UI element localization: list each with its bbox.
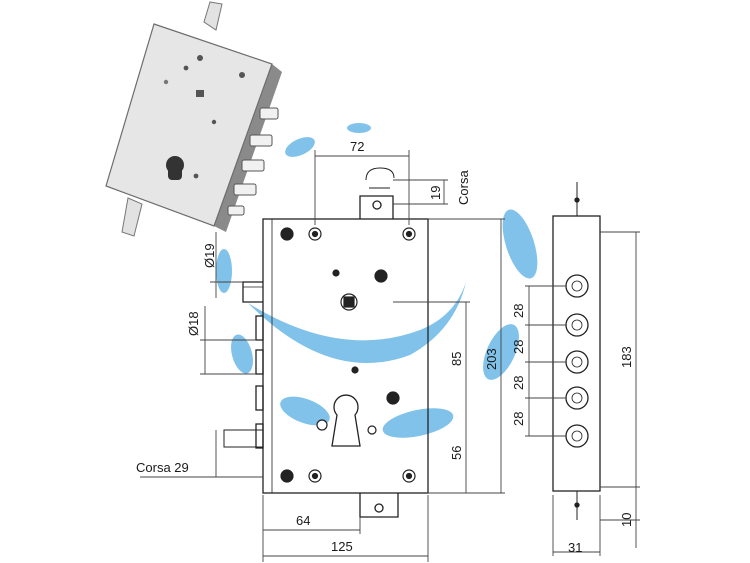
lock-3d-render [105, 1, 282, 237]
lock-front-view [223, 167, 429, 518]
dim-72: 72 [350, 139, 364, 154]
dim-183: 183 [619, 346, 634, 368]
dim-pitch-28-d: 28 [511, 412, 526, 426]
dim-pitch-28-b: 28 [511, 340, 526, 354]
lock-side-view [552, 182, 601, 520]
dim-203: 203 [484, 348, 499, 370]
dim-125: 125 [331, 539, 353, 554]
dimension-lines [140, 150, 640, 562]
side-bolts [565, 274, 589, 448]
dim-85: 85 [449, 352, 464, 366]
dim-stroke-29: Corsa 29 [136, 460, 189, 475]
lock-front-holes [280, 227, 416, 483]
blue-swoosh-watermark [216, 123, 538, 438]
dim-pitch-28-c: 28 [511, 376, 526, 390]
dim-56: 56 [449, 446, 464, 460]
dim-stroke-19: 19 [428, 186, 443, 200]
dim-31: 31 [568, 540, 582, 555]
dim-pitch-28-a: 28 [511, 304, 526, 318]
dim-diameter-18: Ø18 [186, 311, 201, 336]
dim-64: 64 [296, 513, 310, 528]
dim-diameter-19: Ø19 [202, 243, 217, 268]
dim-10: 10 [619, 513, 634, 527]
dimension-labels: 72 Corsa 19 Ø19 Ø18 85 203 56 28 28 28 2… [136, 139, 634, 555]
dim-stroke-label-top: Corsa [456, 170, 471, 205]
